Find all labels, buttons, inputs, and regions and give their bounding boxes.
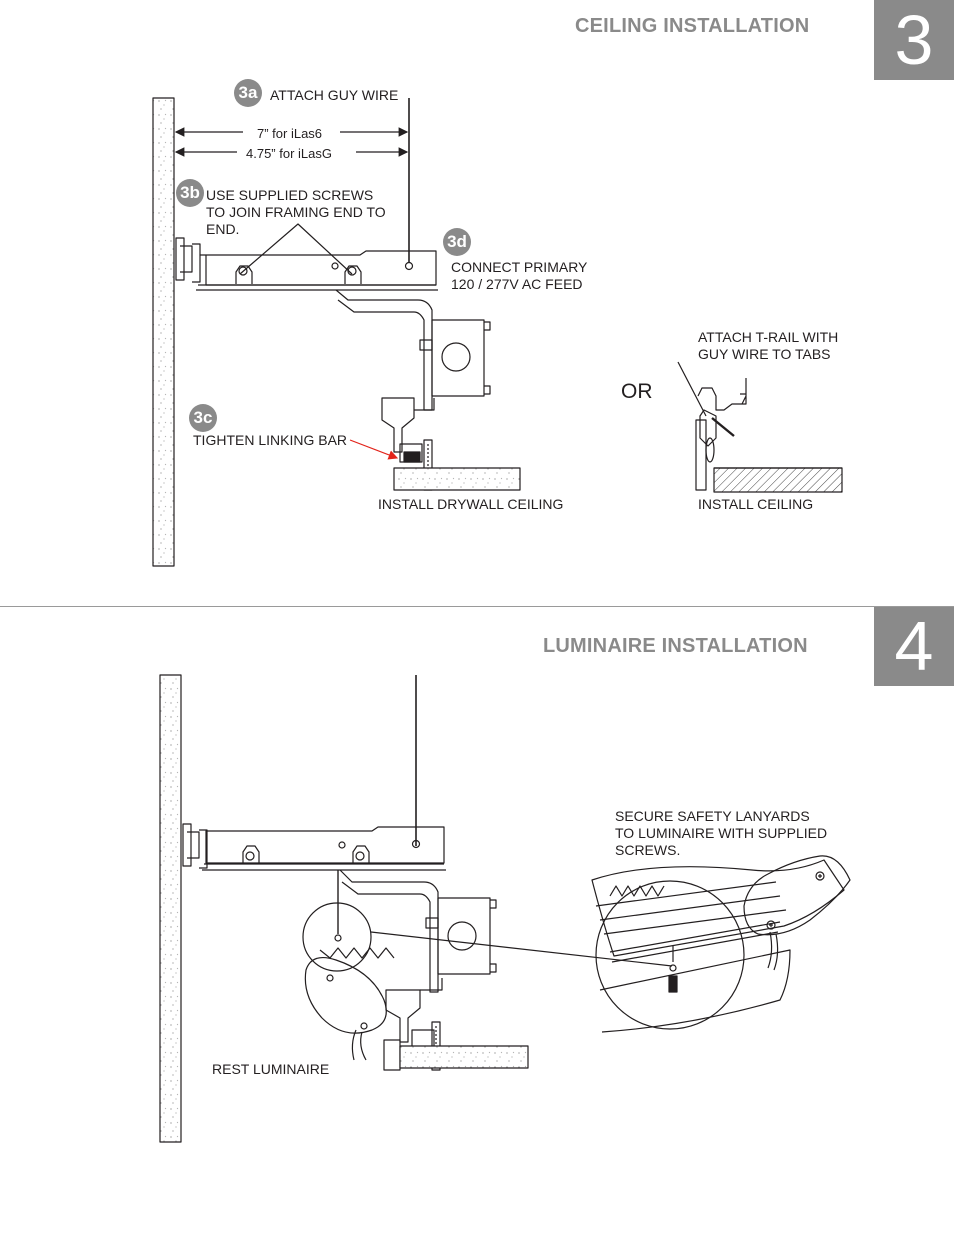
t-rail-detail: [695, 419, 707, 491]
junction-box-3: [431, 319, 485, 397]
label-dim-ilasg: 4.75” for iLasG: [246, 146, 332, 161]
step-4-box: 4: [874, 606, 954, 686]
framing-channel-3: [199, 250, 437, 286]
wall-3: [152, 97, 175, 567]
section3-title: CEILING INSTALLATION: [575, 15, 810, 37]
wall-4: [159, 674, 182, 1143]
label-connect-primary: CONNECT PRIMARY 120 / 277V AC FEED: [451, 259, 588, 292]
label-dim-ilas6: 7” for iLas6: [257, 126, 323, 141]
badge-3a: 3a: [234, 79, 262, 107]
junction-box-4: [437, 897, 491, 975]
detail-circle-large: [595, 880, 745, 1030]
step-3-box: 3: [874, 0, 954, 80]
label-use-screws: USE SUPPLIED SCREWS TO JOIN FRAMING END …: [206, 187, 386, 237]
label-attach-t-rail: ATTACH T-RAIL WITH GUY WIRE TO TABS: [698, 329, 839, 362]
badge-3d: 3d: [443, 228, 471, 256]
framing-channel-4: [205, 826, 445, 864]
label-attach-guy-wire: ATTACH GUY WIRE: [270, 87, 399, 103]
section-divider: [0, 606, 954, 607]
badge-3c: 3c: [189, 404, 217, 432]
label-secure-lanyards: SECURE SAFETY LANYARDS TO LUMINAIRE WITH…: [615, 808, 828, 858]
badge-3b: 3b: [176, 179, 204, 207]
drywall-3: [393, 467, 521, 491]
drywall-4: [399, 1045, 529, 1069]
luminaire-4: [304, 957, 387, 1034]
detail-circle-small: [302, 902, 372, 972]
section4-title: LUMINAIRE INSTALLATION: [543, 635, 808, 657]
label-or: OR: [621, 380, 653, 403]
label-tighten-linking-bar: TIGHTEN LINKING BAR: [193, 432, 348, 448]
label-install-drywall-ceiling: INSTALL DRYWALL CEILING: [378, 496, 564, 512]
label-rest-luminaire: REST LUMINAIRE: [212, 1061, 330, 1077]
label-install-ceiling: INSTALL CEILING: [698, 496, 814, 512]
luminaire-endcap: [743, 855, 851, 936]
